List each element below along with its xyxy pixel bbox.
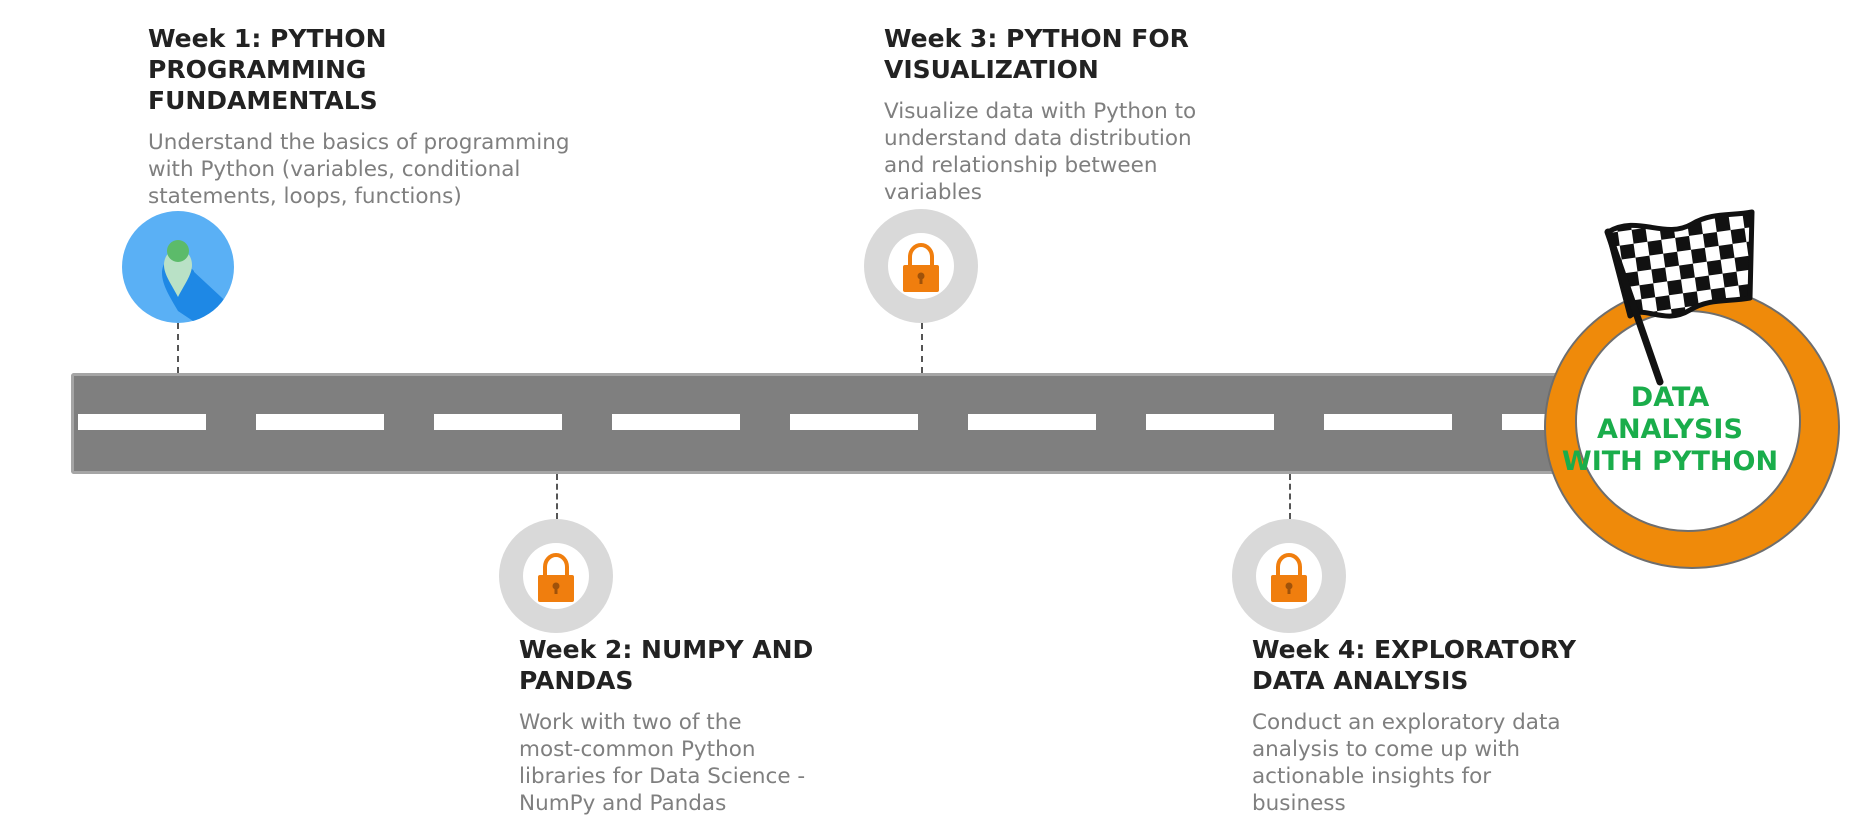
week1-title: Week 1: PYTHON PROGRAMMING FUNDAMENTALS xyxy=(148,23,387,116)
week2-description: Work with two of the most-common Python … xyxy=(519,709,805,817)
lock-icon xyxy=(879,222,963,306)
week4-description: Conduct an exploratory data analysis to … xyxy=(1252,709,1561,817)
week1-connector xyxy=(177,323,179,373)
lane-marking xyxy=(78,414,206,430)
week4-connector xyxy=(1289,474,1291,519)
week4-title: Week 4: EXPLORATORY DATA ANALYSIS xyxy=(1252,634,1576,696)
goal-label: DATA ANALYSIS WITH PYTHON xyxy=(1560,382,1780,478)
week2-connector xyxy=(556,474,558,519)
lane-marking xyxy=(790,414,918,430)
checkered-flag-icon xyxy=(1600,206,1770,391)
week3-node[interactable] xyxy=(864,209,978,323)
week2-title: Week 2: NUMPY AND PANDAS xyxy=(519,634,813,696)
lane-marking xyxy=(968,414,1096,430)
lane-marking xyxy=(612,414,740,430)
week1-description: Understand the basics of programming wit… xyxy=(148,129,570,210)
week2-node[interactable] xyxy=(499,519,613,633)
lock-icon xyxy=(1247,532,1331,616)
lane-marking xyxy=(434,414,562,430)
lock-icon xyxy=(514,532,598,616)
lane-marking xyxy=(256,414,384,430)
week4-node[interactable] xyxy=(1232,519,1346,633)
map-pin-icon xyxy=(122,211,234,323)
lane-marking xyxy=(1324,414,1452,430)
week3-title: Week 3: PYTHON FOR VISUALIZATION xyxy=(884,23,1189,85)
week1-node[interactable] xyxy=(122,211,234,323)
week3-description: Visualize data with Python to understand… xyxy=(884,98,1196,206)
lane-marking xyxy=(1146,414,1274,430)
week3-connector xyxy=(921,323,923,373)
